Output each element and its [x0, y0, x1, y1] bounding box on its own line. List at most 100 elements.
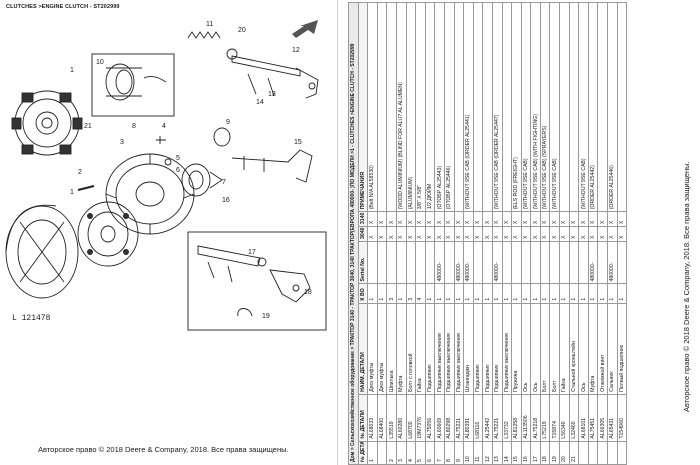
table-cell: (ORDER AL25442) — [588, 2, 598, 212]
table-cell: 4 — [415, 283, 426, 304]
table-cell: Подшипник выключения — [502, 303, 512, 395]
table-cell: X — [377, 226, 387, 242]
table-cell — [502, 2, 512, 212]
flywheel — [5, 204, 79, 299]
table-cell: 1 — [367, 283, 378, 304]
table-cell: 6 — [425, 441, 435, 465]
lever-18 — [269, 269, 311, 303]
table-cell: AL113506 — [521, 394, 531, 442]
table-cell: X — [502, 226, 512, 242]
table-cell: Штангаджн — [463, 303, 474, 395]
callout-21: 21 — [84, 123, 92, 130]
table-cell: 1 — [540, 283, 550, 304]
table-cell: 21 — [569, 441, 579, 465]
table-cell: X — [367, 226, 378, 242]
table-cell: X — [502, 211, 512, 227]
table-cell — [521, 241, 531, 284]
copyright-rotated: Авторское право © 2018 Deere & Company, … — [656, 40, 696, 460]
callout-4: 4 — [162, 123, 166, 130]
table-cell — [569, 2, 579, 212]
table-cell: Гайка — [415, 303, 426, 395]
table-cell: X — [444, 226, 455, 242]
copyright-text-rotated: Авторское право © 2018 Deere & Company, … — [682, 161, 691, 412]
table-cell — [617, 241, 627, 284]
bolt-4 — [156, 136, 166, 144]
table-cell: 1 — [511, 283, 522, 304]
table-cell: AL75221 — [454, 394, 464, 442]
page-divider — [337, 0, 338, 465]
table-cell — [444, 241, 455, 284]
table-cell: X — [415, 226, 426, 242]
table-cell: 1/2 ДЮЙМ — [425, 2, 435, 212]
table-cell: X — [473, 226, 483, 242]
table-cell: 3 — [396, 441, 407, 465]
table-cell — [530, 241, 541, 284]
table-cell: Диск муфты — [367, 303, 378, 395]
table-cell: 480000- — [492, 241, 502, 284]
callout-16: 16 — [222, 197, 230, 204]
callout-8: 8 — [132, 123, 136, 130]
figure-id: L 121478 — [12, 314, 51, 323]
table-cell: 4 — [406, 441, 416, 465]
table-cell — [367, 241, 378, 284]
exploded-clutch-diagram: 1 1 2 3 4 5 6 7 8 9 10 11 12 13 14 15 16… — [5, 20, 327, 331]
table-cell: X — [607, 211, 618, 227]
parts-diagram-page: CLUTCHES >ENGINE CLUTCH - ST202999 — [0, 0, 335, 465]
table-cell — [540, 241, 550, 284]
table-cell — [473, 2, 483, 212]
table-cell: 1 — [588, 283, 598, 304]
table-cell — [377, 441, 387, 465]
table-cell: Стальной кронштейн — [569, 303, 579, 395]
table-cell: 20 — [559, 441, 570, 465]
table-cell: 8 — [444, 441, 455, 465]
table-cell: X — [454, 226, 464, 242]
table-cell: 1 — [482, 283, 493, 304]
table-cell: Ось — [521, 303, 531, 395]
table-cell: 480000- — [434, 241, 445, 284]
table-cell — [425, 241, 435, 284]
table-cell: 1 — [425, 283, 435, 304]
table-cell: 15 — [511, 441, 522, 465]
table-cell: AL80298 — [444, 394, 455, 442]
callout-12: 12 — [292, 47, 300, 54]
table-cell: (ALUMINIUM) — [406, 2, 416, 212]
nut-5 — [164, 158, 172, 166]
table-cell: L75219 — [540, 394, 550, 442]
callout-9: 9 — [226, 119, 230, 126]
callout-6: 6 — [176, 167, 180, 174]
table-cell: Болт с головкой — [406, 303, 416, 395]
table-cell: (WITHOUT 9SE CAB (ORDER AL25441) — [463, 2, 474, 212]
table-cell: X — [492, 211, 502, 227]
table-cell: X — [569, 211, 579, 227]
table-cell — [607, 441, 618, 465]
table-cell: 1 — [578, 283, 589, 304]
table-cell: X — [578, 211, 589, 227]
